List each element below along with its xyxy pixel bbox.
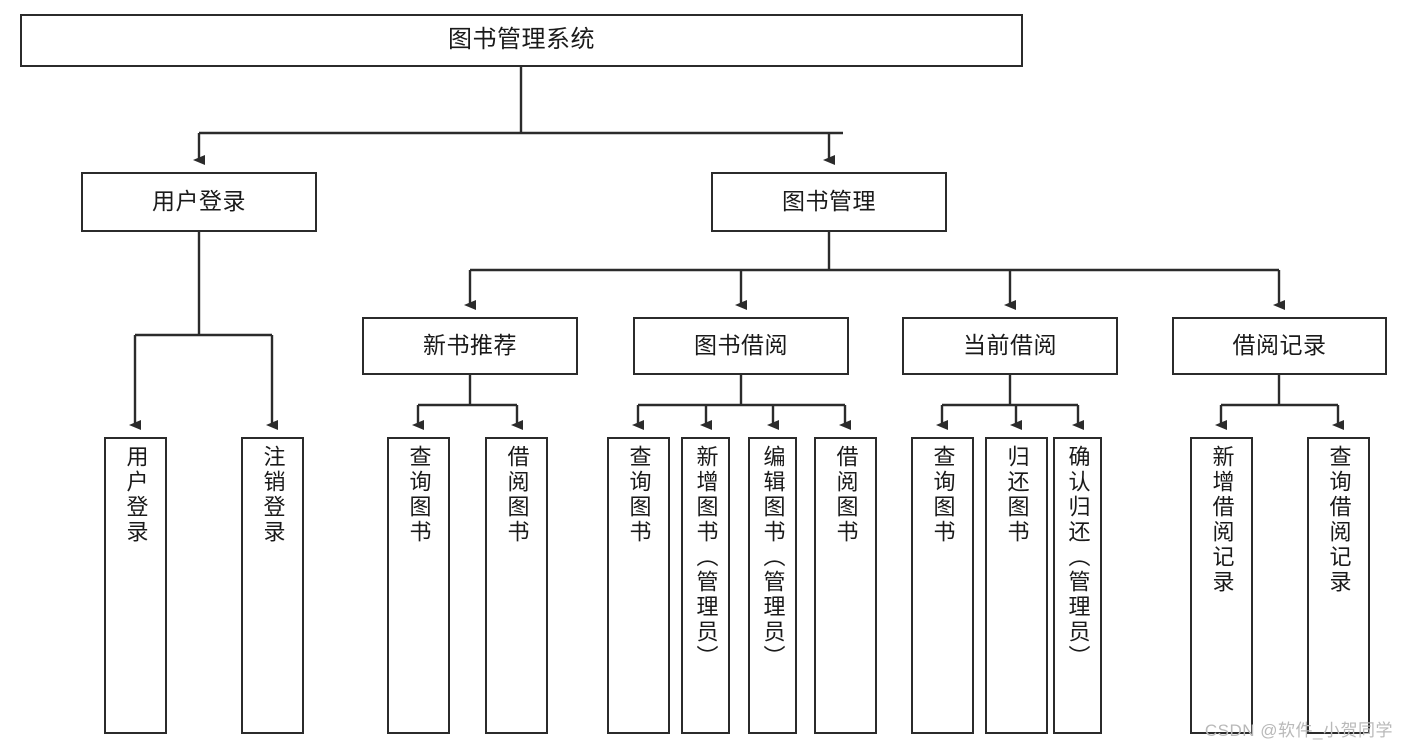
leaf-query-borrow-record[interactable]: 查询借阅记录 xyxy=(1307,437,1370,734)
node-new-book-recommend-label: 新书推荐 xyxy=(423,332,517,359)
node-new-book-recommend[interactable]: 新书推荐 xyxy=(362,317,578,375)
node-user-login-label: 用户登录 xyxy=(152,188,246,215)
leaf-query-book-borrow[interactable]: 查询图书 xyxy=(607,437,670,734)
node-current-borrow-label: 当前借阅 xyxy=(963,332,1057,359)
leaf-user-login-label: 用户登录 xyxy=(123,445,149,545)
node-borrow-record-label: 借阅记录 xyxy=(1232,332,1327,359)
leaf-return-book[interactable]: 归还图书 xyxy=(985,437,1048,734)
leaf-logout[interactable]: 注销登录 xyxy=(241,437,304,734)
leaf-return-book-label: 归还图书 xyxy=(1004,445,1030,545)
leaf-query-book-current[interactable]: 查询图书 xyxy=(911,437,974,734)
node-current-borrow[interactable]: 当前借阅 xyxy=(902,317,1118,375)
leaf-borrow-book-label: 借阅图书 xyxy=(833,445,859,545)
leaf-user-login[interactable]: 用户登录 xyxy=(104,437,167,734)
leaf-add-book-admin-label: 新增图书（管理员） xyxy=(693,445,719,670)
leaf-add-borrow-record[interactable]: 新增借阅记录 xyxy=(1190,437,1253,734)
node-root[interactable]: 图书管理系统 xyxy=(20,14,1023,67)
node-book-borrow[interactable]: 图书借阅 xyxy=(633,317,849,375)
leaf-add-borrow-record-label: 新增借阅记录 xyxy=(1209,445,1235,595)
node-borrow-record[interactable]: 借阅记录 xyxy=(1172,317,1387,375)
leaf-edit-book-admin-label: 编辑图书（管理员） xyxy=(760,445,786,670)
leaf-confirm-return-admin[interactable]: 确认归还（管理员） xyxy=(1053,437,1102,734)
node-book-management[interactable]: 图书管理 xyxy=(711,172,947,232)
leaf-borrow-book[interactable]: 借阅图书 xyxy=(814,437,877,734)
leaf-add-book-admin[interactable]: 新增图书（管理员） xyxy=(681,437,730,734)
csdn-watermark: CSDN @软件_小贺同学 xyxy=(1204,721,1393,740)
leaf-borrow-book-recommend-label: 借阅图书 xyxy=(504,445,530,545)
leaf-query-book-borrow-label: 查询图书 xyxy=(626,445,652,545)
node-book-management-label: 图书管理 xyxy=(782,188,876,215)
leaf-logout-label: 注销登录 xyxy=(260,445,286,545)
leaf-query-book-recommend-label: 查询图书 xyxy=(406,445,432,545)
leaf-edit-book-admin[interactable]: 编辑图书（管理员） xyxy=(748,437,797,734)
leaf-confirm-return-admin-label: 确认归还（管理员） xyxy=(1065,445,1091,670)
node-user-login[interactable]: 用户登录 xyxy=(81,172,317,232)
leaf-borrow-book-recommend[interactable]: 借阅图书 xyxy=(485,437,548,734)
node-root-label: 图书管理系统 xyxy=(448,26,595,54)
leaf-query-book-recommend[interactable]: 查询图书 xyxy=(387,437,450,734)
node-book-borrow-label: 图书借阅 xyxy=(694,332,788,359)
leaf-query-book-current-label: 查询图书 xyxy=(930,445,956,545)
leaf-query-borrow-record-label: 查询借阅记录 xyxy=(1326,445,1352,595)
